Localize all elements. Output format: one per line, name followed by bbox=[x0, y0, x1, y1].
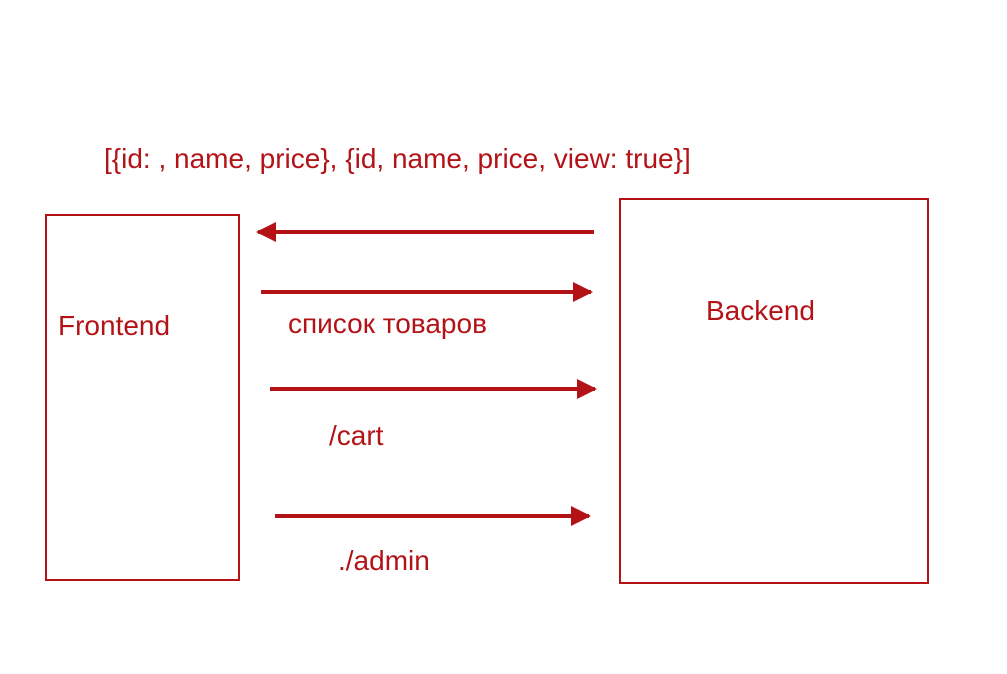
frontend-box bbox=[45, 214, 240, 581]
edge-label-admin: ./admin bbox=[338, 545, 430, 576]
edge-label-product-list: список товаров bbox=[288, 308, 487, 339]
edge-label-cart: /cart bbox=[329, 420, 384, 451]
backend-label: Backend bbox=[706, 295, 815, 326]
backend-box bbox=[619, 198, 929, 584]
frontend-label: Frontend bbox=[58, 310, 171, 341]
payload-label: [{id: , name, price}, {id, name, price, … bbox=[104, 143, 691, 174]
